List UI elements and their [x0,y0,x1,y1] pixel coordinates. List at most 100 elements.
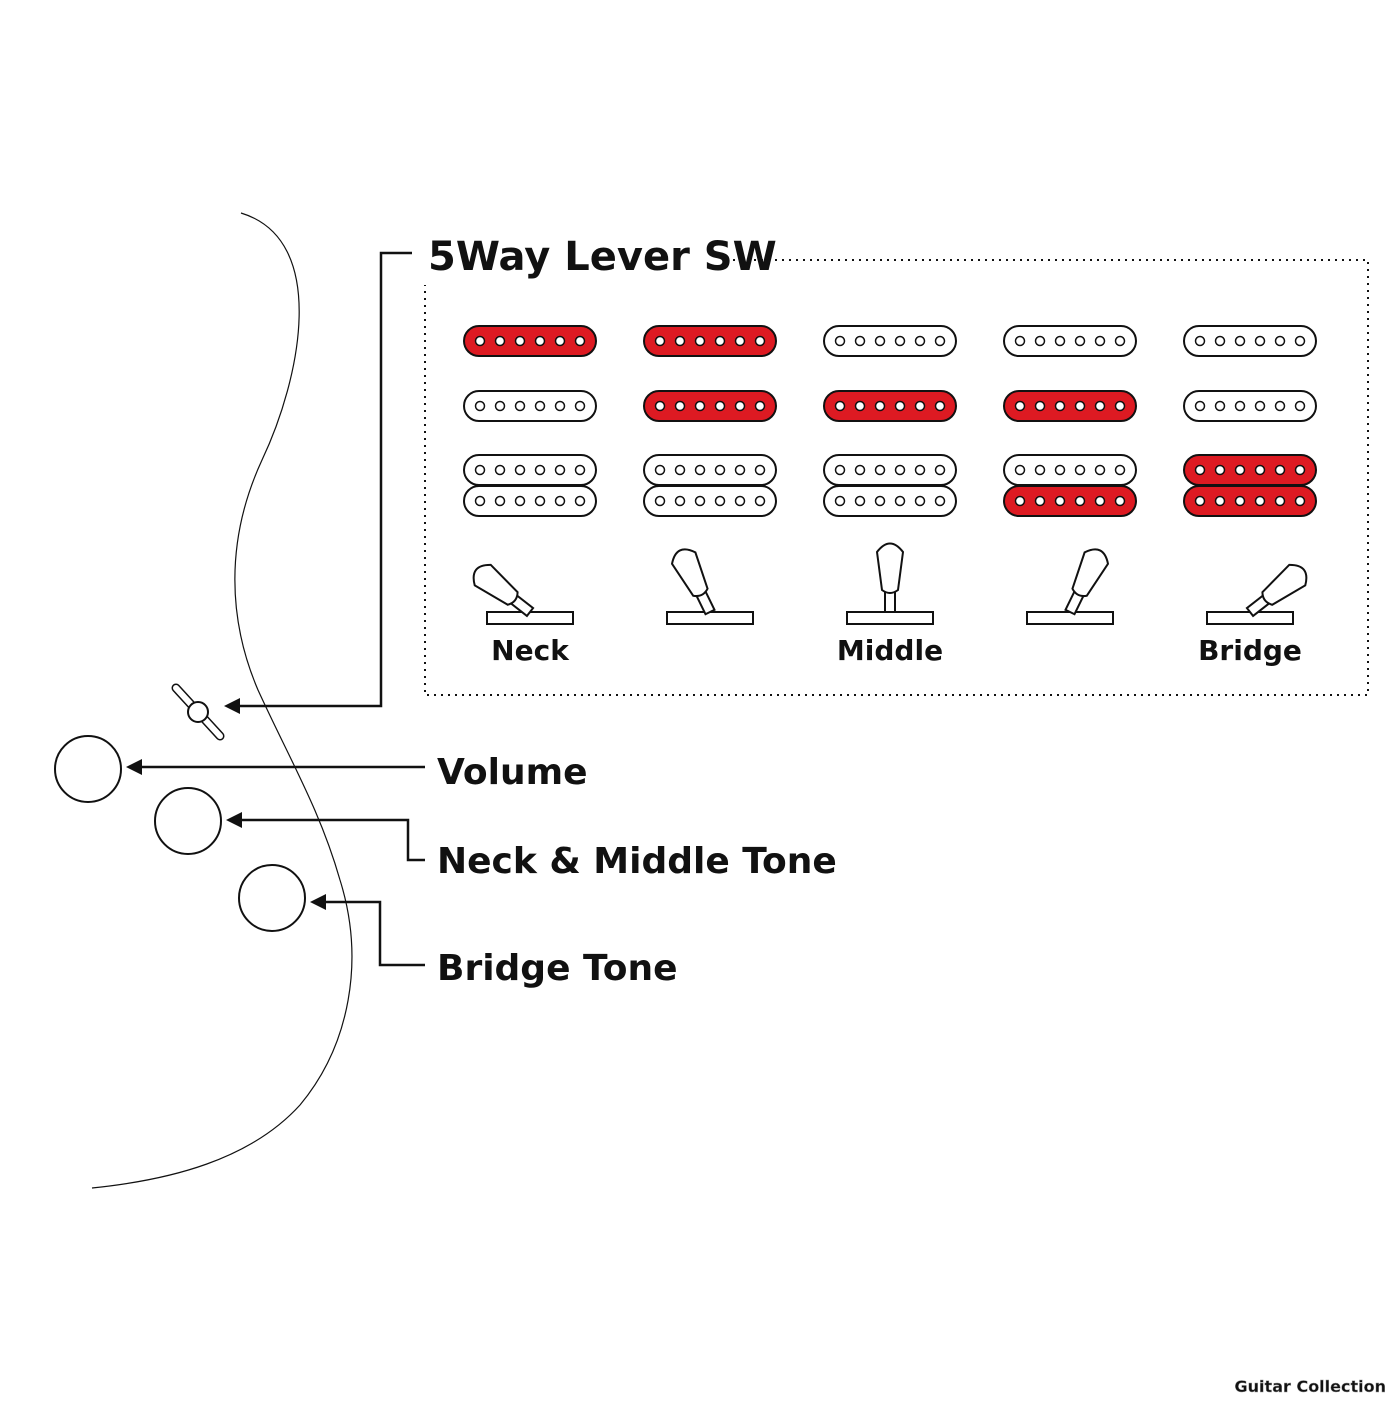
pole-piece [1194,464,1206,476]
lever-position-icon [1206,563,1308,625]
guitar-body-outline [91,212,353,1189]
pole-piece [654,335,666,347]
pole-piece [1074,464,1086,476]
pole-piece [934,335,946,347]
pole-piece [854,464,866,476]
switch-position-4 [1003,325,1137,625]
pole-piece [734,400,746,412]
pole-piece [574,335,586,347]
switch-position-1: Neck [463,325,597,667]
bridge-pickup-bottom-coil-body [643,485,777,517]
pole-piece [914,464,926,476]
lever-tip [670,548,709,598]
switch-title: 5Way Lever SW [428,234,777,280]
pole-piece [754,335,766,347]
bridge-pickup-top-coil [1183,454,1317,486]
middle-pickup-body [823,390,957,422]
bridge-pickup-bottom-coil [643,485,777,517]
lever-tip [875,542,905,594]
pole-piece [914,495,926,507]
pole-piece [1014,495,1026,507]
pole-piece [574,400,586,412]
pole-piece [534,400,546,412]
pole-piece [474,400,486,412]
pole-piece [874,335,886,347]
neck-middle-tone-leader [240,818,425,862]
pole-piece [734,464,746,476]
pole-piece [694,464,706,476]
pole-piece [1274,335,1286,347]
pole-piece [1254,335,1266,347]
lever-tip [1261,563,1308,606]
bridge-pickup-bottom-coil-body [823,485,957,517]
pole-piece [1014,335,1026,347]
neck-middle-tone-knob [154,787,222,855]
lever-position-icon [846,542,934,625]
volume-arrow [126,759,142,775]
pole-piece [914,335,926,347]
pole-piece [1074,400,1086,412]
neck-pickup [1003,325,1137,357]
bridge-pickup-bottom-coil [823,485,957,517]
pole-piece [694,335,706,347]
pole-piece [1274,495,1286,507]
pole-piece [1194,335,1206,347]
switch-box-border [424,259,1369,696]
pole-piece [914,400,926,412]
pole-piece [1214,495,1226,507]
middle-pickup [643,390,777,422]
switch-position-5: Bridge [1183,325,1317,667]
bridge-pickup-bottom-coil [463,485,597,517]
neck-pickup [463,325,597,357]
pole-piece [1074,335,1086,347]
pole-piece [1274,464,1286,476]
switch-arrow [224,698,240,714]
pole-piece [1054,400,1066,412]
pole-piece [934,464,946,476]
position-label: Bridge [1198,634,1302,667]
pole-piece [1234,495,1246,507]
neck-pickup-body [643,325,777,357]
lever-arm [875,542,905,613]
pole-piece [1034,335,1046,347]
lever-switch-icon [171,683,225,741]
pole-piece [1014,464,1026,476]
pole-piece [734,335,746,347]
pole-piece [674,495,686,507]
pole-piece [714,464,726,476]
lever-base [1026,611,1114,625]
pole-piece [834,464,846,476]
pole-piece [834,495,846,507]
pole-piece [1094,495,1106,507]
pole-piece [934,400,946,412]
pole-piece [1214,400,1226,412]
pole-piece [1094,335,1106,347]
watermark: Guitar Collection [1235,1377,1386,1396]
bridge-pickup-bottom-coil-body [463,485,597,517]
middle-pickup [823,390,957,422]
lever-base [846,611,934,625]
bridge-pickup-top-coil [1003,454,1137,486]
lever-arm [1245,563,1308,618]
pole-piece [1114,464,1126,476]
pole-piece [1214,464,1226,476]
bridge-pickup-bottom-coil-body [1183,485,1317,517]
pole-piece [834,400,846,412]
pole-piece [534,464,546,476]
pole-piece [494,400,506,412]
pole-piece [474,495,486,507]
pole-piece [1254,464,1266,476]
switch-position-3: Middle [823,325,957,667]
neck-middle-tone-label: Neck & Middle Tone [437,841,837,882]
pole-piece [874,495,886,507]
pole-piece [1034,495,1046,507]
position-label: Neck [491,634,570,667]
neck-pickup [643,325,777,357]
pole-piece [1014,400,1026,412]
pole-piece [1294,464,1306,476]
pole-piece [934,495,946,507]
pole-piece [1234,335,1246,347]
middle-pickup [1003,390,1137,422]
lever-position-icon [1026,548,1114,625]
